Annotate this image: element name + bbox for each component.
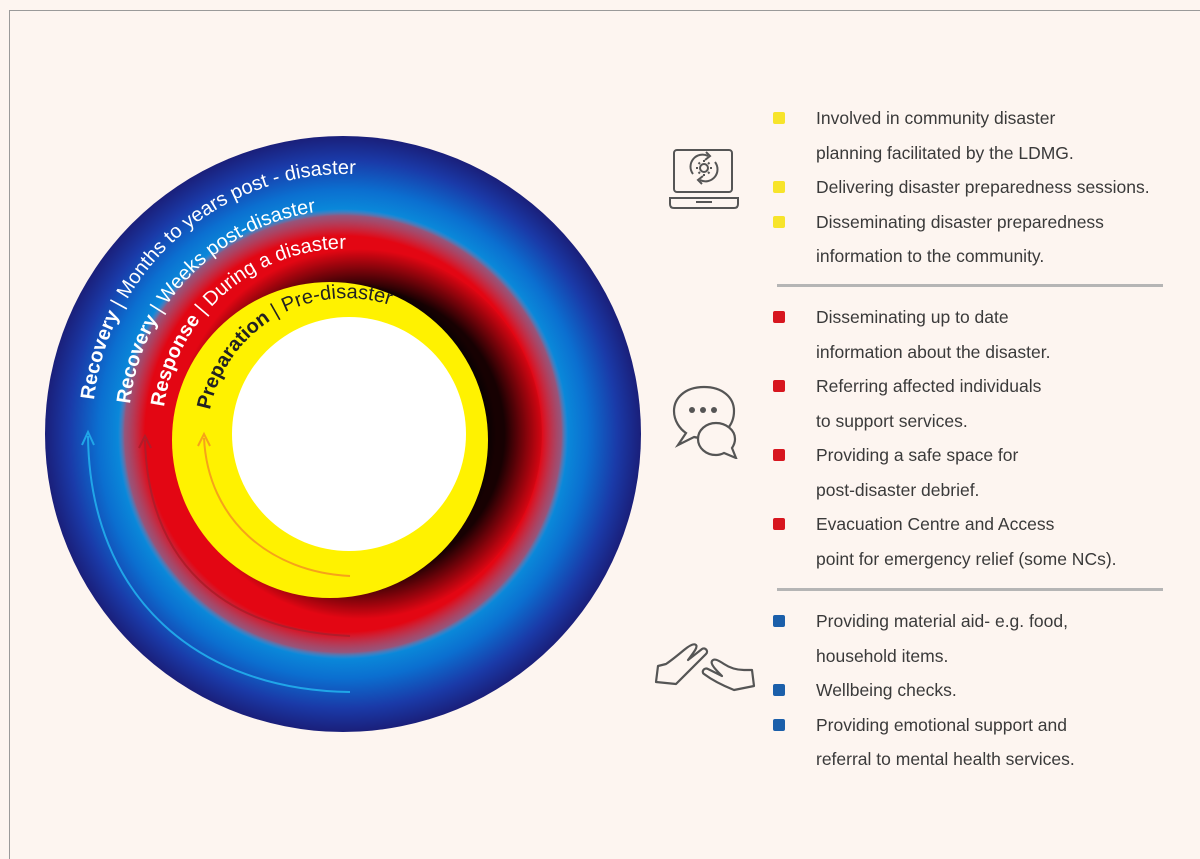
bullet-text: Providing emotional support and <box>816 714 1067 735</box>
list-item: Involved in community disaster planning f… <box>773 101 1193 170</box>
bullet-marker <box>773 718 785 731</box>
bullet-text: referral to mental health services. <box>816 749 1075 769</box>
laptop-gear-icon <box>669 149 739 209</box>
bullet-text: Providing a safe space for <box>816 445 1019 465</box>
list-item: Evacuation Centre and Access point for em… <box>773 507 1193 576</box>
list-item: Wellbeing checks. <box>773 673 1193 708</box>
bullet-text: planning facilitated by the LDMG. <box>816 142 1074 163</box>
disaster-phase-rings: Recovery | Months to years post - disast… <box>45 136 641 732</box>
bullet-text: household items. <box>816 645 949 666</box>
list-item: Referring affected individuals to support… <box>773 369 1193 438</box>
section-2: Disseminating up to date information abou… <box>773 300 1193 576</box>
ring-center <box>232 317 466 551</box>
bullet-marker <box>773 449 785 461</box>
bullet-marker <box>773 518 785 530</box>
bullet-marker <box>773 181 785 193</box>
bullet-text: point for emergency relief (some NCs). <box>816 548 1117 569</box>
helping-hands-icon <box>654 643 756 692</box>
bullet-text: Evacuation Centre and Access <box>816 514 1055 534</box>
bullet-marker <box>773 311 785 323</box>
diagram-frame <box>9 10 1200 859</box>
bullet-text: Wellbeing checks. <box>816 680 957 700</box>
bullet-marker <box>773 380 785 392</box>
speech-bubbles-icon <box>672 385 738 459</box>
section-3: Providing material aid- e.g. food, househ… <box>773 604 1193 777</box>
bullet-marker <box>773 615 785 627</box>
list-item: Providing material aid- e.g. food, househ… <box>773 604 1193 673</box>
bullet-text: Disseminating disaster preparedness <box>816 211 1104 232</box>
bullet-marker <box>773 215 785 228</box>
section-1: Involved in community disaster planning f… <box>773 101 1193 274</box>
cycle-arrows <box>81 429 351 693</box>
bullet-text: Providing material aid- e.g. food, <box>816 611 1068 631</box>
bullet-marker <box>773 112 785 124</box>
list-item: Providing emotional support and referral … <box>773 708 1193 777</box>
bullet-text: to support services. <box>816 410 968 431</box>
bullet-text: information about the disaster. <box>816 341 1051 362</box>
bullet-marker <box>773 684 785 696</box>
bullet-text: Disseminating up to date <box>816 307 1009 327</box>
list-item: Delivering disaster preparedness session… <box>773 170 1193 205</box>
list-item: Providing a safe space for post-disaster … <box>773 438 1193 507</box>
list-item: Disseminating up to date information abou… <box>773 300 1193 369</box>
bullet-text: information to the community. <box>816 246 1045 266</box>
bullet-text: Referring affected individuals <box>816 376 1042 396</box>
bullet-text: Involved in community disaster <box>816 108 1056 128</box>
bullet-text: post-disaster debrief. <box>816 479 980 500</box>
section-divider <box>777 284 1163 287</box>
section-divider <box>777 588 1163 591</box>
list-item: Disseminating disaster preparedness infor… <box>773 205 1193 274</box>
bullet-text: Delivering disaster preparedness session… <box>816 177 1150 197</box>
